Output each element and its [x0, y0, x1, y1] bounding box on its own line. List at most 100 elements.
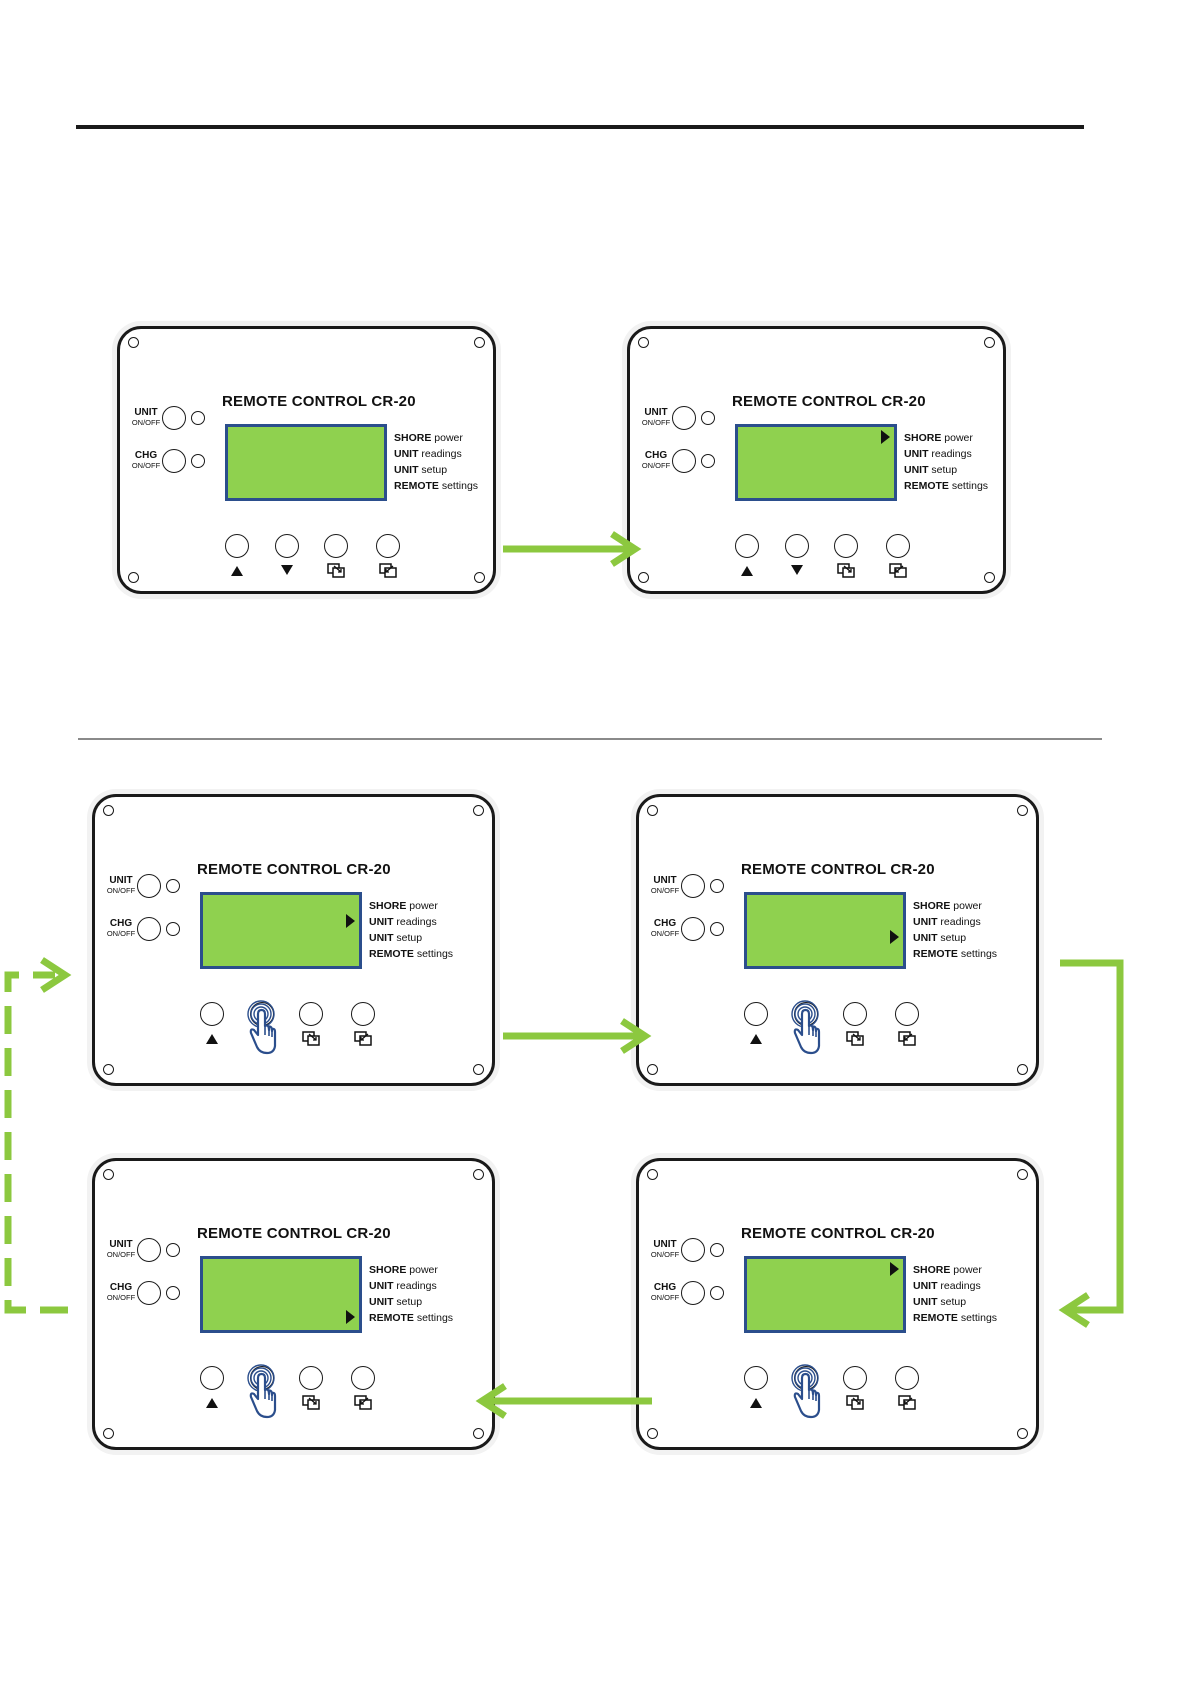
swap-right-icon: [837, 563, 855, 578]
menu-item-remote-settings: REMOTE settings: [394, 480, 479, 492]
key4-button[interactable]: [351, 1002, 375, 1026]
screw-icon: [128, 337, 139, 348]
chg-onoff-button[interactable]: [137, 1281, 161, 1305]
up-button[interactable]: [225, 534, 249, 558]
arrow-head-1: [610, 531, 642, 567]
unit-onoff-button[interactable]: [672, 406, 696, 430]
onoff-label: ON/OFF: [106, 929, 136, 938]
screw-icon: [474, 572, 485, 583]
swap-right-icon: [327, 563, 345, 578]
chg-onoff-label: CHG ON/OFF: [103, 919, 139, 938]
screw-icon: [103, 1064, 114, 1075]
chg-label: CHG: [644, 450, 668, 461]
key3-button[interactable]: [299, 1366, 323, 1390]
menu-cursor-icon: [346, 1310, 355, 1324]
swap-left-icon: [354, 1031, 372, 1046]
device-title: REMOTE CONTROL CR-20: [741, 861, 935, 878]
unit-led-indicator: [191, 411, 205, 425]
triangle-up-icon: [206, 1398, 218, 1408]
unit-led-indicator: [166, 879, 180, 893]
key4-button[interactable]: [376, 534, 400, 558]
screw-icon: [1017, 1428, 1028, 1439]
triangle-down-icon: [281, 565, 293, 575]
finger-press-icon: [247, 1000, 277, 1055]
lcd-screen: [200, 892, 362, 969]
chg-led-indicator: [166, 1286, 180, 1300]
chg-onoff-button[interactable]: [137, 917, 161, 941]
menu-item-shore-power: SHORE power: [913, 1264, 982, 1276]
key3-button[interactable]: [843, 1366, 867, 1390]
up-button[interactable]: [200, 1366, 224, 1390]
unit-label: UNIT: [653, 1239, 677, 1250]
down-button[interactable]: [275, 534, 299, 558]
chg-led-indicator: [710, 1286, 724, 1300]
unit-label: UNIT: [644, 407, 668, 418]
triangle-up-icon: [206, 1034, 218, 1044]
key4-button[interactable]: [895, 1002, 919, 1026]
screw-icon: [638, 337, 649, 348]
remote-control-panel-4: REMOTE CONTROL CR-20 UNIT ON/OFF CHG ON/…: [636, 794, 1039, 1086]
key3-button[interactable]: [299, 1002, 323, 1026]
menu-item-unit-setup: UNIT setup: [913, 932, 967, 944]
menu-list: SHORE power UNIT readings UNIT setup REM…: [369, 1262, 453, 1326]
unit-onoff-button[interactable]: [681, 874, 705, 898]
menu-cursor-icon: [346, 914, 355, 928]
key3-button[interactable]: [834, 534, 858, 558]
menu-list: SHORE power UNIT readings UNIT setup REM…: [394, 430, 478, 494]
menu-cursor-icon: [890, 1262, 899, 1276]
up-button[interactable]: [744, 1002, 768, 1026]
up-button[interactable]: [735, 534, 759, 558]
menu-item-unit-setup: UNIT setup: [394, 464, 448, 476]
screw-icon: [647, 1064, 658, 1075]
menu-item-unit-setup: UNIT setup: [369, 1296, 423, 1308]
chg-onoff-button[interactable]: [162, 449, 186, 473]
onoff-label: ON/OFF: [650, 886, 680, 895]
chg-led-indicator: [710, 922, 724, 936]
key3-button[interactable]: [843, 1002, 867, 1026]
screw-icon: [128, 572, 139, 583]
unit-onoff-button[interactable]: [137, 874, 161, 898]
unit-label: UNIT: [109, 875, 133, 886]
menu-item-shore-power: SHORE power: [394, 432, 463, 444]
remote-control-panel-5: REMOTE CONTROL CR-20 UNIT ON/OFF CHG ON/…: [92, 1158, 495, 1450]
up-button[interactable]: [744, 1366, 768, 1390]
chg-onoff-button[interactable]: [672, 449, 696, 473]
remote-control-panel-6: REMOTE CONTROL CR-20 UNIT ON/OFF CHG ON/…: [636, 1158, 1039, 1450]
screw-icon: [638, 572, 649, 583]
unit-onoff-button[interactable]: [681, 1238, 705, 1262]
screw-icon: [984, 337, 995, 348]
menu-item-unit-readings: UNIT readings: [913, 1280, 981, 1292]
key3-button[interactable]: [324, 534, 348, 558]
lcd-screen: [200, 1256, 362, 1333]
screw-icon: [474, 337, 485, 348]
swap-left-icon: [379, 563, 397, 578]
swap-left-icon: [889, 563, 907, 578]
screw-icon: [647, 1428, 658, 1439]
key4-button[interactable]: [895, 1366, 919, 1390]
chg-onoff-button[interactable]: [681, 1281, 705, 1305]
onoff-label: ON/OFF: [650, 929, 680, 938]
chg-label: CHG: [653, 918, 677, 929]
remote-control-panel-2: REMOTE CONTROL CR-20 UNIT ON/OFF CHG ON/…: [627, 326, 1006, 594]
screw-icon: [647, 805, 658, 816]
key4-button[interactable]: [351, 1366, 375, 1390]
down-button[interactable]: [785, 534, 809, 558]
unit-onoff-button[interactable]: [162, 406, 186, 430]
unit-onoff-button[interactable]: [137, 1238, 161, 1262]
menu-item-unit-setup: UNIT setup: [904, 464, 958, 476]
chg-label: CHG: [109, 1282, 133, 1293]
menu-item-unit-readings: UNIT readings: [369, 916, 437, 928]
triangle-up-icon: [231, 566, 243, 576]
onoff-label: ON/OFF: [641, 461, 671, 470]
swap-left-icon: [898, 1395, 916, 1410]
lcd-screen: [225, 424, 387, 501]
unit-led-indicator: [710, 1243, 724, 1257]
menu-list: SHORE power UNIT readings UNIT setup REM…: [904, 430, 988, 494]
key4-button[interactable]: [886, 534, 910, 558]
unit-onoff-label: UNIT ON/OFF: [638, 408, 674, 427]
chg-onoff-button[interactable]: [681, 917, 705, 941]
finger-press-icon: [247, 1364, 277, 1419]
arrow-head-4: [475, 1383, 507, 1419]
up-button[interactable]: [200, 1002, 224, 1026]
